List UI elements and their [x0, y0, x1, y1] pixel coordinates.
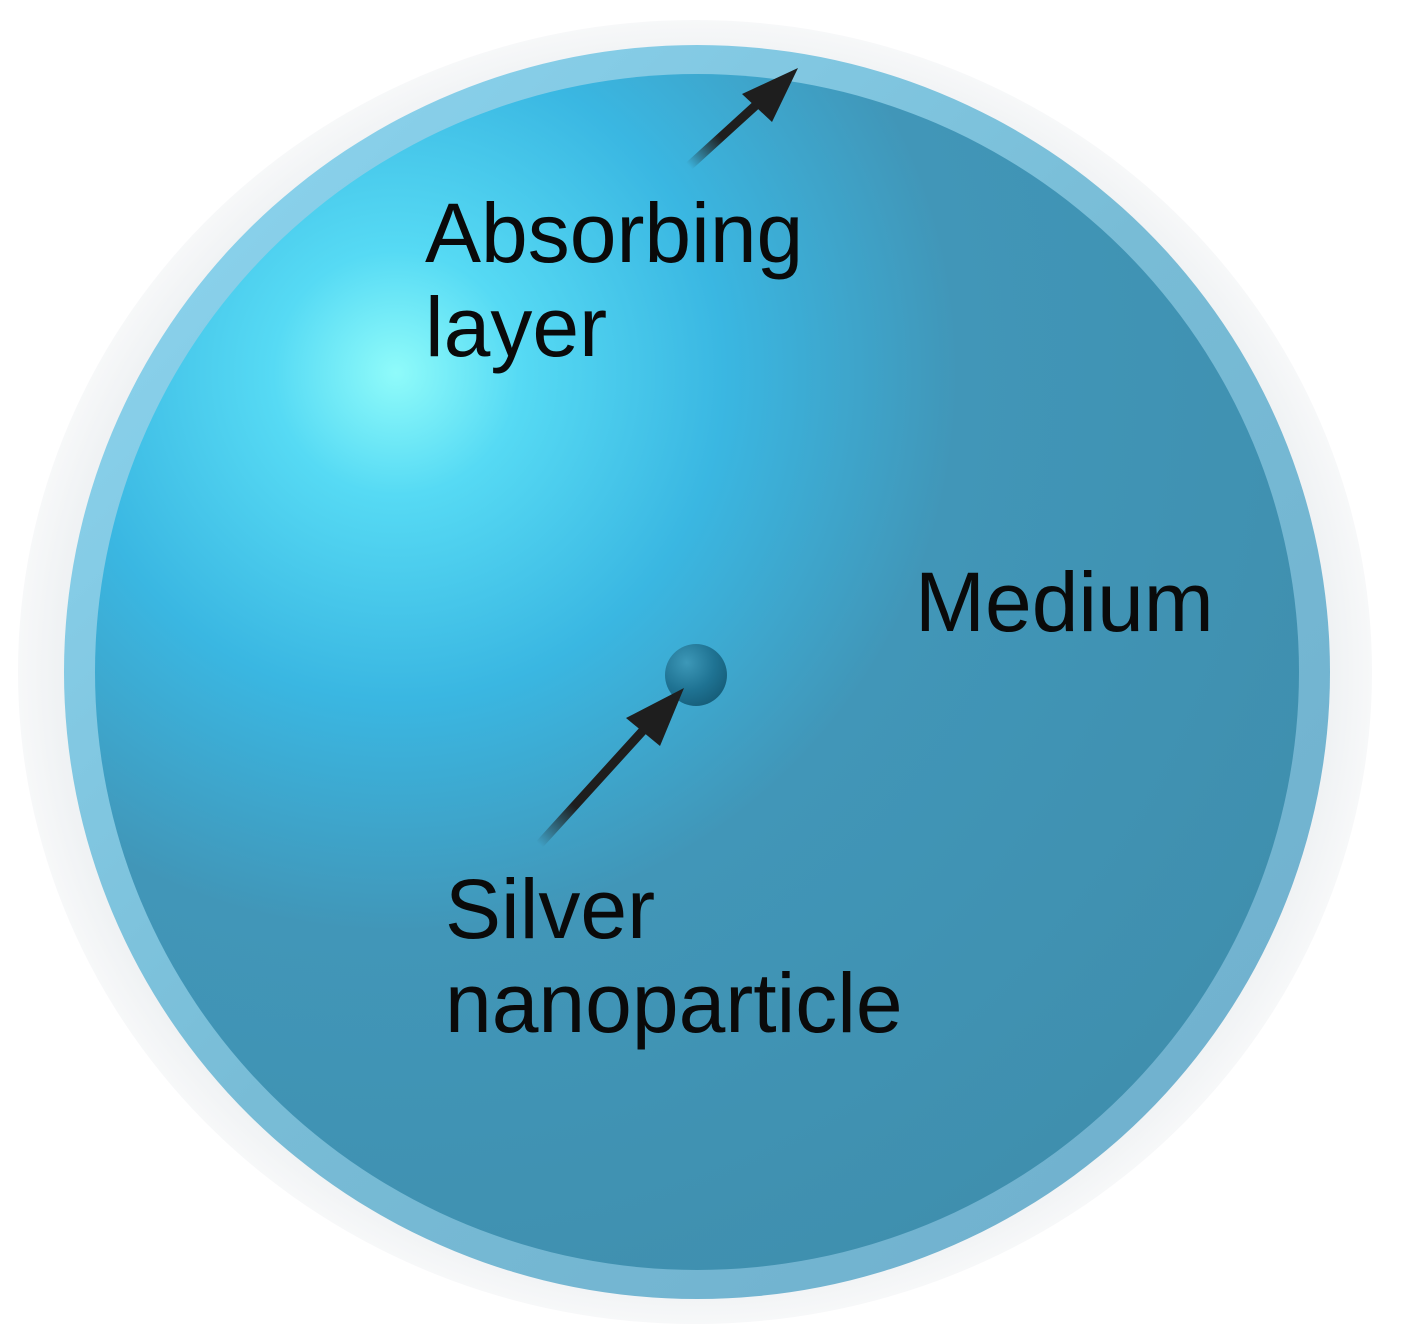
nanoparticle-arrow	[533, 688, 684, 851]
silver-nanoparticle-label-line2: nanoparticle	[445, 956, 903, 1051]
absorbing-layer-label-line1: Absorbing	[425, 186, 804, 280]
absorbing-layer-label-line2: layer	[425, 280, 608, 375]
medium-label: Medium	[915, 555, 1214, 649]
absorbing-layer-label: Absorbing layer	[425, 186, 803, 374]
silver-nanoparticle-label-line1: Silver	[445, 862, 656, 956]
silver-nanoparticle-label: Silver nanoparticle	[445, 862, 903, 1050]
absorbing-layer-arrow	[683, 68, 798, 172]
